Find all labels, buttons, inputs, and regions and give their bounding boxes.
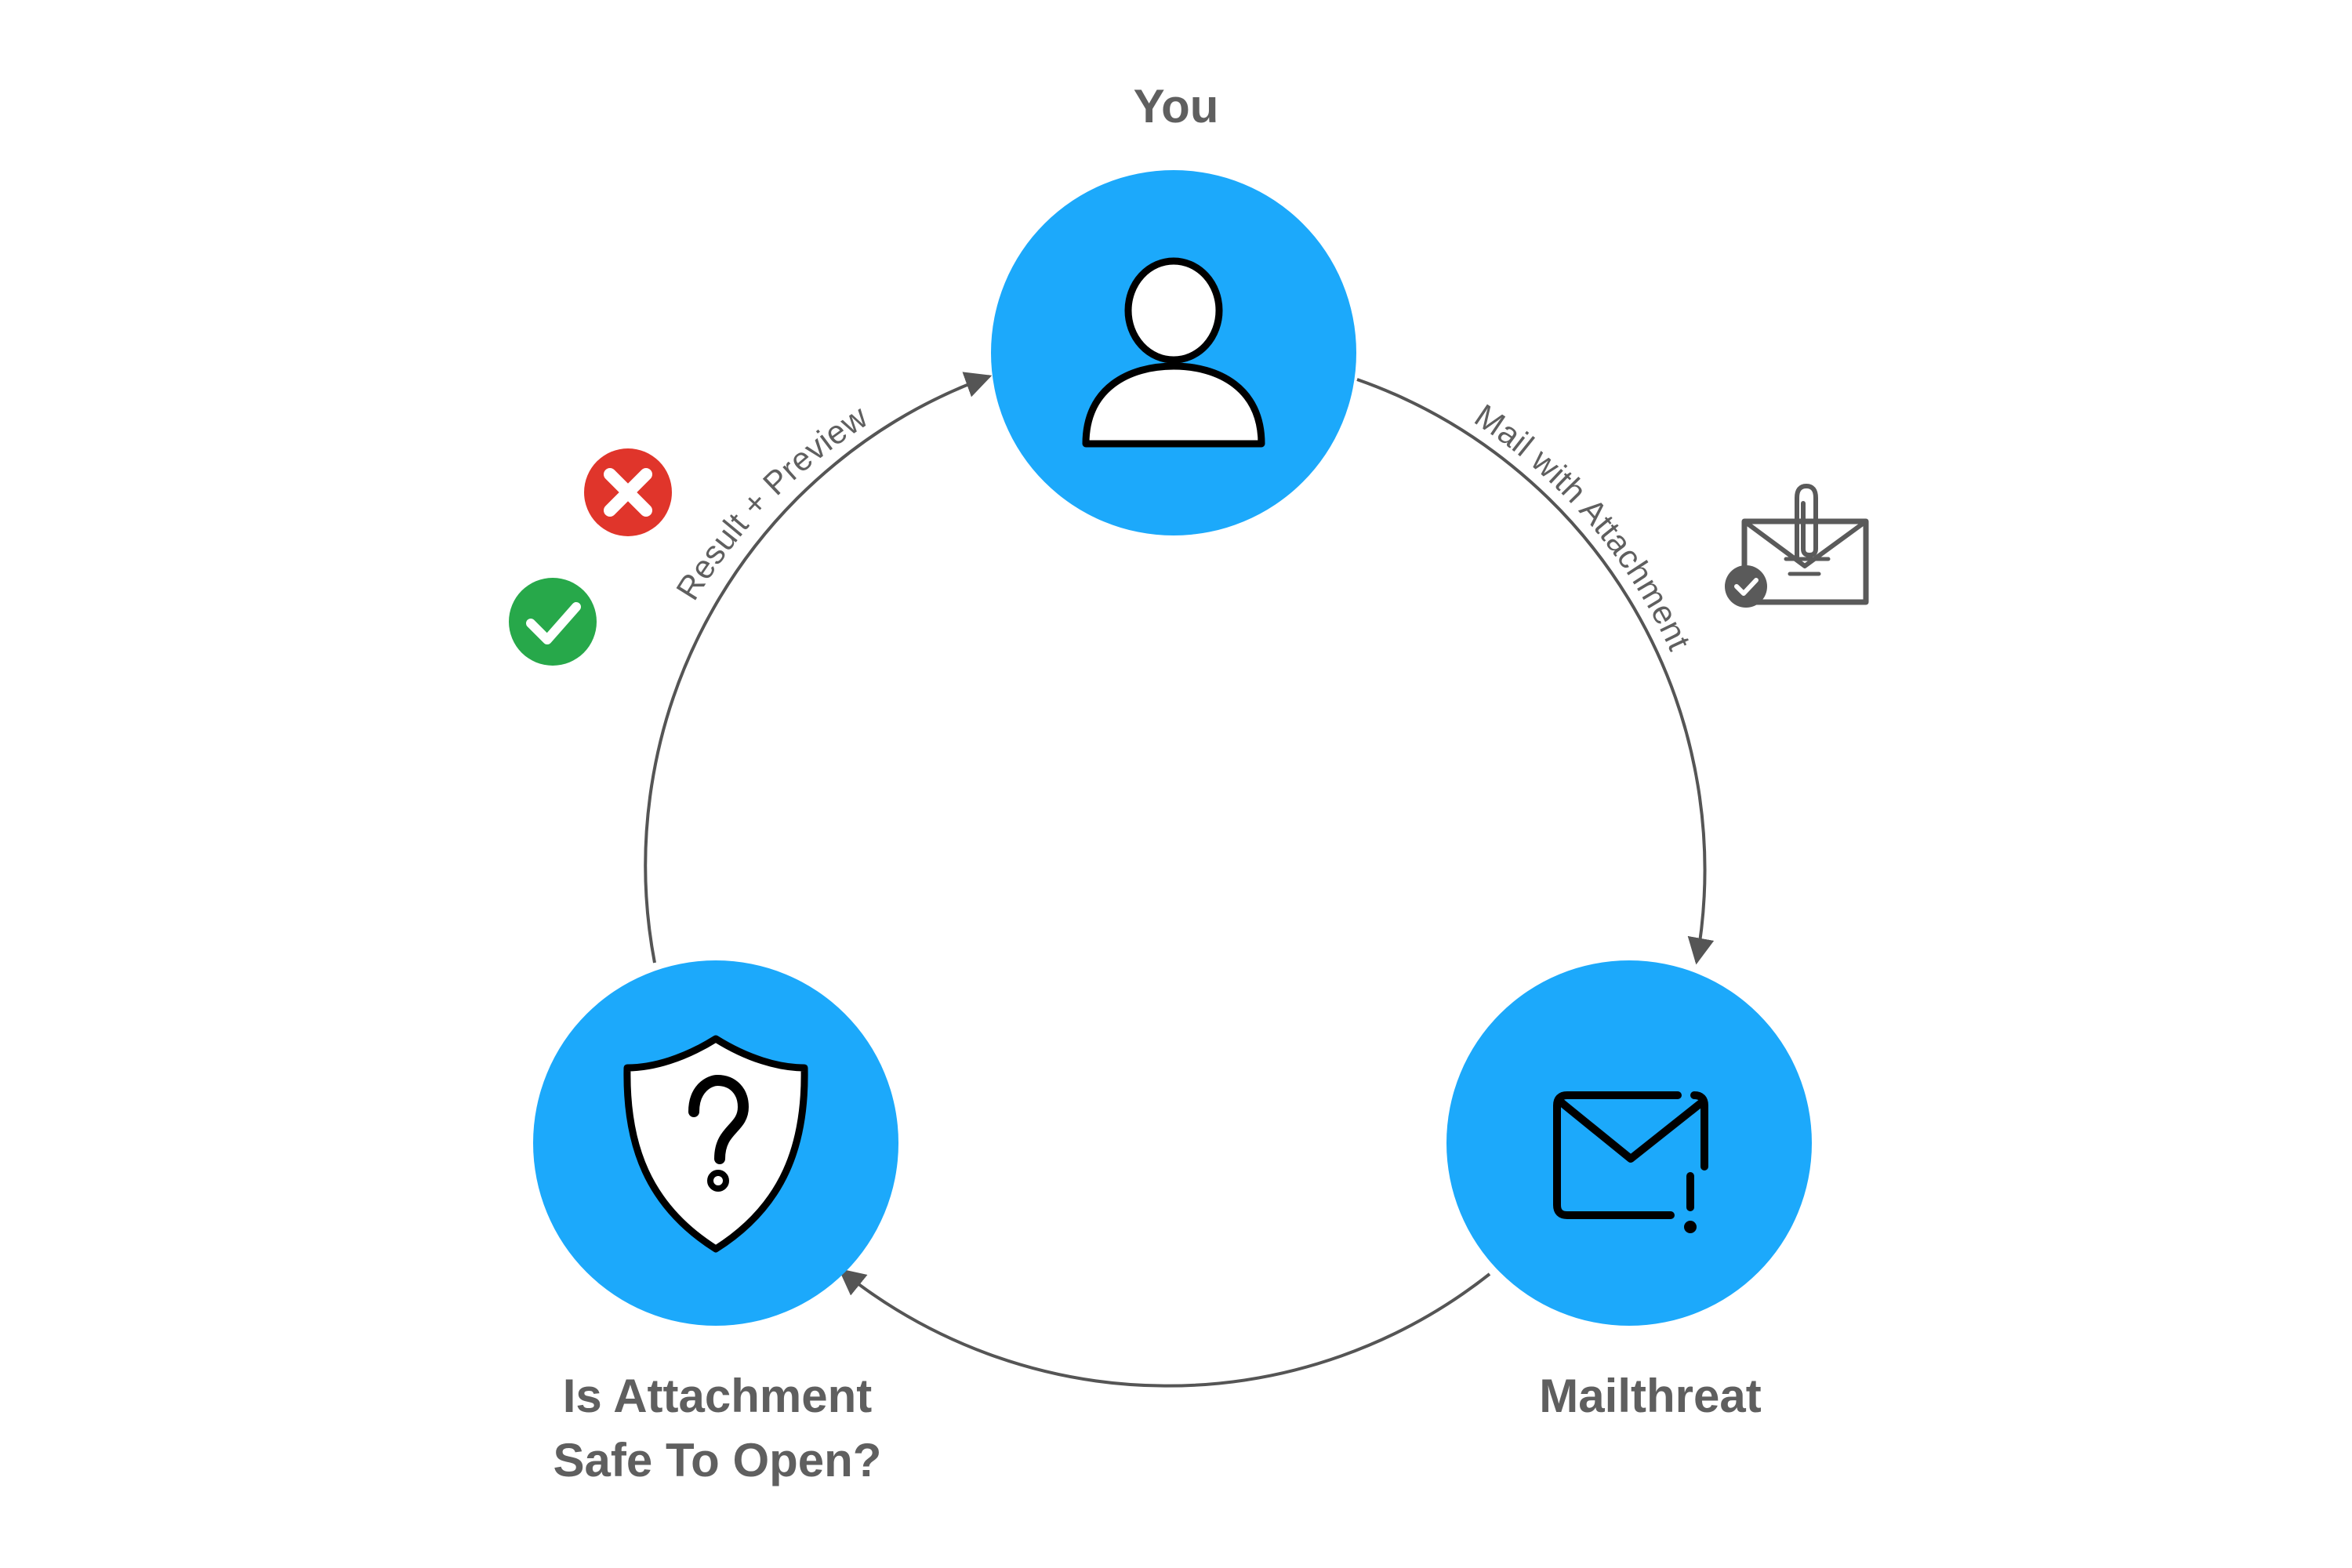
error-x-icon — [584, 448, 672, 536]
mail-attachment-check-icon — [1725, 484, 1869, 608]
node-attachment-safety — [533, 960, 898, 1326]
shield-question-icon — [623, 1035, 808, 1253]
node-you — [991, 170, 1356, 535]
label-attachment-safety-line1: Is Attachment — [562, 1370, 873, 1422]
edge-label-result-preview: Result + Preview — [669, 397, 874, 606]
edge-safe-to-you — [644, 372, 993, 964]
edge-label-mail-with-attachment: Mail with Attachment — [1468, 397, 1698, 655]
label-mailthreat: Mailthreat — [1539, 1370, 1762, 1422]
label-you: You — [1133, 80, 1219, 132]
success-check-icon — [509, 578, 597, 666]
user-icon — [1082, 257, 1265, 448]
edge-you-to-mailthreat — [1356, 378, 1715, 965]
label-attachment-safety: Is Attachment Safe To Open? — [482, 1364, 953, 1493]
mail-alert-icon — [1553, 1091, 1708, 1233]
edge-mailthreat-to-safe — [838, 1268, 1491, 1388]
node-mailthreat — [1446, 960, 1812, 1326]
label-attachment-safety-line2: Safe To Open? — [553, 1434, 882, 1486]
